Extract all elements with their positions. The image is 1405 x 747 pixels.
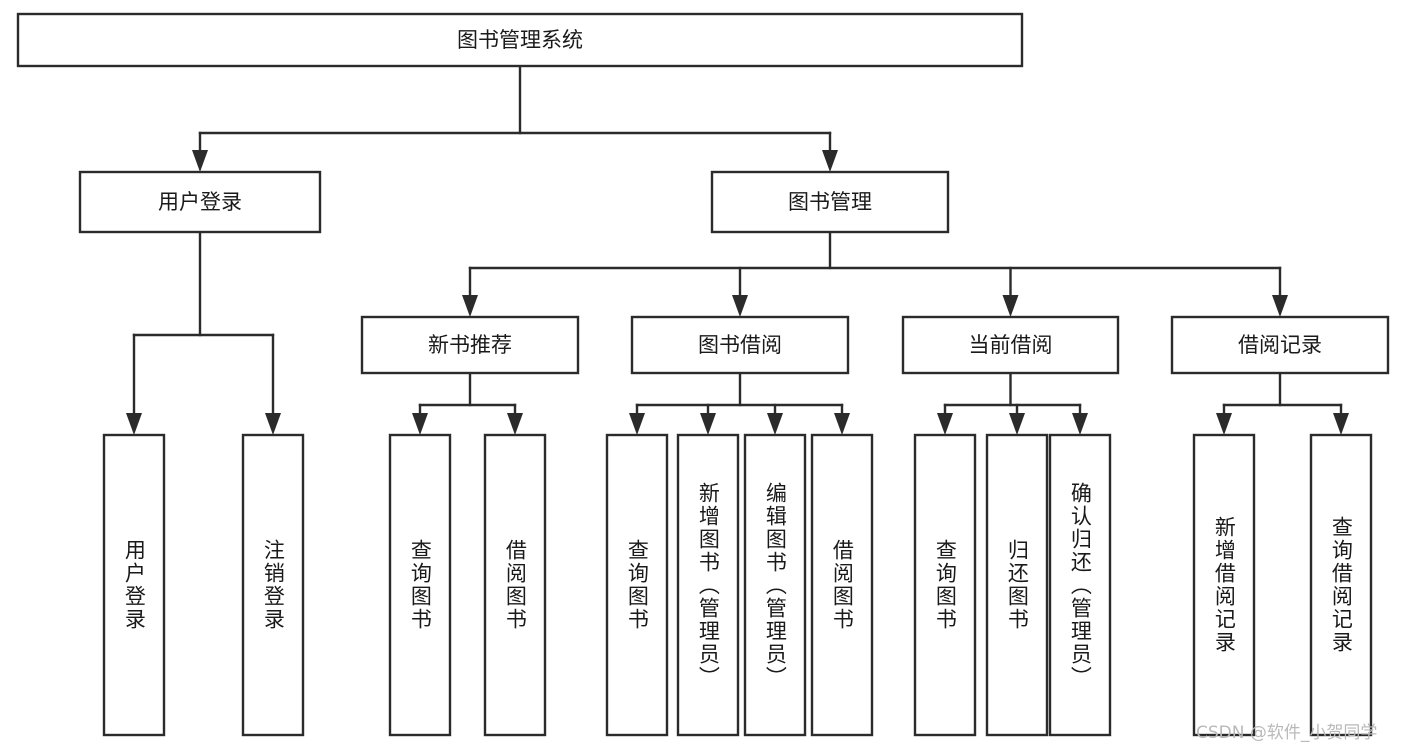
arrow-head-icon: [1333, 413, 1349, 435]
node-box-current-borrow: [901, 315, 1120, 375]
arrow-head-icon: [700, 413, 716, 435]
arrow-head-icon: [1009, 413, 1025, 435]
arrow-head-icon: [732, 295, 748, 317]
node-box-leaf-user-login: [102, 433, 166, 737]
arrow-head-icon: [1002, 295, 1019, 317]
node-label-borrow-record: 借阅记录: [1238, 333, 1322, 357]
arrow-head-icon: [265, 413, 281, 435]
node-box-leaf-edit-book: [743, 433, 807, 737]
node-box-new-book-recommend: [360, 315, 580, 375]
node-label-book-borrow: 图书借阅: [698, 333, 782, 357]
node-label-new-book-recommend: 新书推荐: [428, 333, 512, 357]
arrow-head-icon: [1272, 295, 1288, 317]
arrow-head-icon: [937, 413, 953, 435]
node-box-book-borrow: [630, 315, 850, 375]
node-box-root: [16, 12, 1024, 68]
node-box-leaf-user-logout: [241, 433, 305, 737]
node-box-leaf-query-book-1: [388, 433, 452, 737]
arrow-head-icon: [767, 413, 783, 435]
node-box-leaf-confirm-return: [1048, 433, 1112, 737]
node-box-leaf-query-record: [1309, 433, 1373, 737]
node-label-user-login: 用户登录: [158, 190, 242, 214]
node-box-leaf-add-record: [1192, 433, 1256, 737]
node-box-leaf-borrow-book-2: [810, 433, 874, 737]
node-box-leaf-query-book-2: [605, 433, 669, 737]
node-box-leaf-query-book-3: [913, 433, 977, 737]
node-label-current-borrow: 当前借阅: [969, 333, 1053, 357]
node-box-user-login: [78, 170, 322, 234]
arrow-head-icon: [822, 150, 838, 172]
arrow-head-icon: [629, 413, 645, 435]
arrow-head-icon: [126, 413, 142, 435]
node-label-root: 图书管理系统: [457, 28, 583, 52]
connector-lines: [126, 64, 1349, 435]
arrow-head-icon: [412, 413, 428, 435]
node-boxes: [16, 12, 1390, 737]
node-box-leaf-add-book: [676, 433, 740, 737]
node-label-book-manage: 图书管理: [788, 190, 872, 214]
arrow-head-icon: [834, 413, 850, 435]
arrow-head-icon: [462, 295, 478, 317]
arrow-head-icon: [1072, 413, 1088, 435]
arrow-head-icon: [192, 150, 208, 172]
arrow-head-icon: [507, 413, 523, 435]
node-box-borrow-record: [1170, 315, 1390, 375]
node-box-leaf-return-book: [985, 433, 1049, 737]
watermark-text: CSDN @软件_小贺同学: [1196, 723, 1378, 743]
node-box-leaf-borrow-book-1: [483, 433, 547, 737]
node-box-book-manage: [710, 170, 950, 234]
arrow-head-icon: [1216, 413, 1232, 435]
